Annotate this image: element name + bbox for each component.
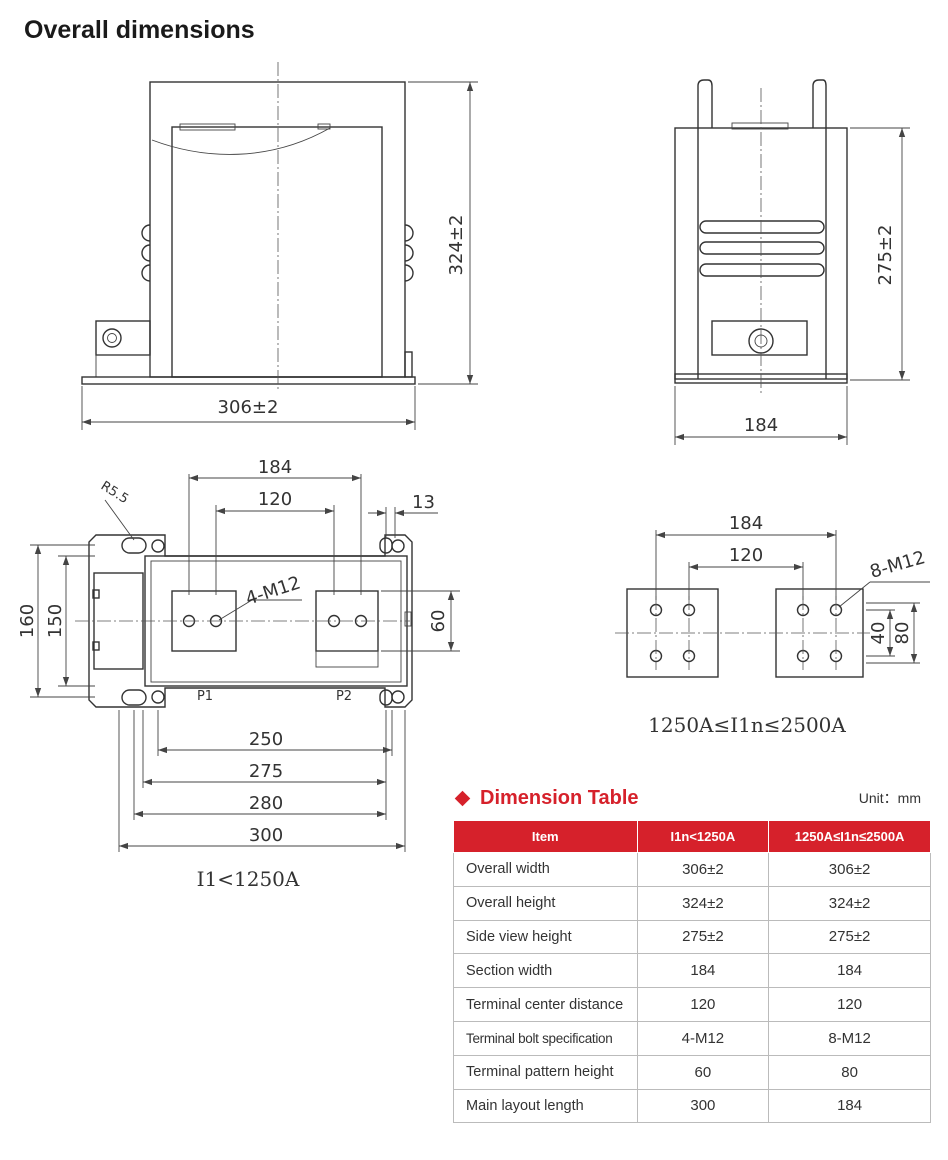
- bv1-radius-label: R5.5: [98, 479, 131, 507]
- front-width-label: 306±2: [218, 397, 279, 418]
- row-value-low: 306±2: [636, 852, 770, 887]
- bv1-dim-275: 275: [249, 761, 283, 782]
- row-item: Side view height: [453, 919, 638, 955]
- row-value-low: 120: [636, 987, 770, 1022]
- bottom-view-1: 184 120 R5.5 13 4-M12 60 160 150 P1 P2: [17, 457, 460, 891]
- table-row: Terminal bolt specification 4-M12 8-M12: [453, 1020, 931, 1056]
- table-row: Overall width 306±2 306±2: [453, 852, 931, 887]
- bv1-caption: I1<1250A: [197, 867, 300, 891]
- table-row: Section width 184 184: [453, 953, 931, 989]
- row-value-high: 275±2: [768, 919, 931, 955]
- bv1-inner-height-label: 150: [45, 604, 66, 638]
- row-value-high: 80: [768, 1054, 931, 1090]
- bv1-bolt-label: 4-M12: [243, 572, 303, 609]
- terminal-p2-label: P2: [336, 689, 352, 704]
- side-width-label: 184: [744, 415, 778, 436]
- bv1-outer-height-label: 160: [17, 604, 38, 638]
- table-row: Side view height 275±2 275±2: [453, 919, 931, 955]
- header-low-current: I1n<1250A: [636, 820, 770, 853]
- table-title: Dimension Table: [480, 786, 639, 809]
- table-row: Overall height 324±2 324±2: [453, 885, 931, 921]
- terminal-p1-label: P1: [197, 689, 213, 704]
- bv2-caption: 1250A≤I1n≤2500A: [648, 713, 846, 737]
- dimension-table-section: Dimension Table Unit：mm Item I1n<1250A 1…: [453, 784, 931, 1124]
- row-value-low: 324±2: [636, 885, 770, 921]
- row-item: Main layout length: [453, 1088, 638, 1124]
- bottom-view-2: 184 120 8-M12 40 80 1250A≤I1n≤2500A: [615, 513, 930, 737]
- row-value-high: 120: [768, 987, 931, 1022]
- row-item: Overall height: [453, 885, 638, 921]
- table-row: Terminal center distance 120 120: [453, 987, 931, 1022]
- header-high-current: 1250A≤I1n≤2500A: [768, 820, 931, 853]
- row-item: Terminal center distance: [453, 987, 638, 1022]
- row-value-low: 60: [636, 1054, 770, 1090]
- bv2-bolt-label: 8-M12: [868, 547, 928, 583]
- table-header-row: Item I1n<1250A 1250A≤I1n≤2500A: [453, 820, 931, 853]
- bv1-pattern-height-label: 60: [428, 610, 449, 633]
- row-item: Overall width: [453, 852, 638, 887]
- row-value-low: 275±2: [636, 919, 770, 955]
- table-heading: Dimension Table Unit：mm: [453, 784, 931, 812]
- row-value-high: 8-M12: [768, 1020, 931, 1056]
- bv1-dim-300: 300: [249, 825, 283, 846]
- side-view: 184 275±2: [674, 79, 910, 445]
- dimension-table: Item I1n<1250A 1250A≤I1n≤2500A Overall w…: [453, 820, 931, 1124]
- row-value-low: 4-M12: [636, 1020, 770, 1056]
- bv1-center-label: 120: [258, 489, 292, 510]
- front-height-label: 324±2: [446, 215, 467, 276]
- row-item: Terminal bolt specification: [453, 1020, 638, 1056]
- table-row: Terminal pattern height 60 80: [453, 1054, 931, 1090]
- bv1-edge-label: 13: [412, 492, 435, 513]
- side-height-label: 275±2: [875, 225, 896, 286]
- bv2-small-height-label: 40: [868, 622, 889, 645]
- row-item: Terminal pattern height: [453, 1054, 638, 1090]
- table-row: Main layout length 300 184: [453, 1088, 931, 1124]
- row-value-low: 300: [636, 1088, 770, 1124]
- row-value-low: 184: [636, 953, 770, 989]
- page-title: Overall dimensions: [24, 16, 255, 44]
- row-value-high: 184: [768, 953, 931, 989]
- row-value-high: 324±2: [768, 885, 931, 921]
- diamond-icon: [454, 790, 471, 806]
- header-item: Item: [453, 820, 638, 853]
- bv1-dim-250: 250: [249, 729, 283, 750]
- bv2-large-height-label: 80: [892, 622, 913, 645]
- bv2-center-label: 120: [729, 545, 763, 566]
- row-value-high: 306±2: [768, 852, 931, 887]
- bv1-dim-280: 280: [249, 793, 283, 814]
- row-value-high: 184: [768, 1088, 931, 1124]
- row-item: Section width: [453, 953, 638, 989]
- front-view: 306±2 324±2: [81, 62, 478, 430]
- bv2-span-label: 184: [729, 513, 763, 534]
- bv1-span-label: 184: [258, 457, 292, 478]
- unit-label: Unit：mm: [858, 790, 921, 806]
